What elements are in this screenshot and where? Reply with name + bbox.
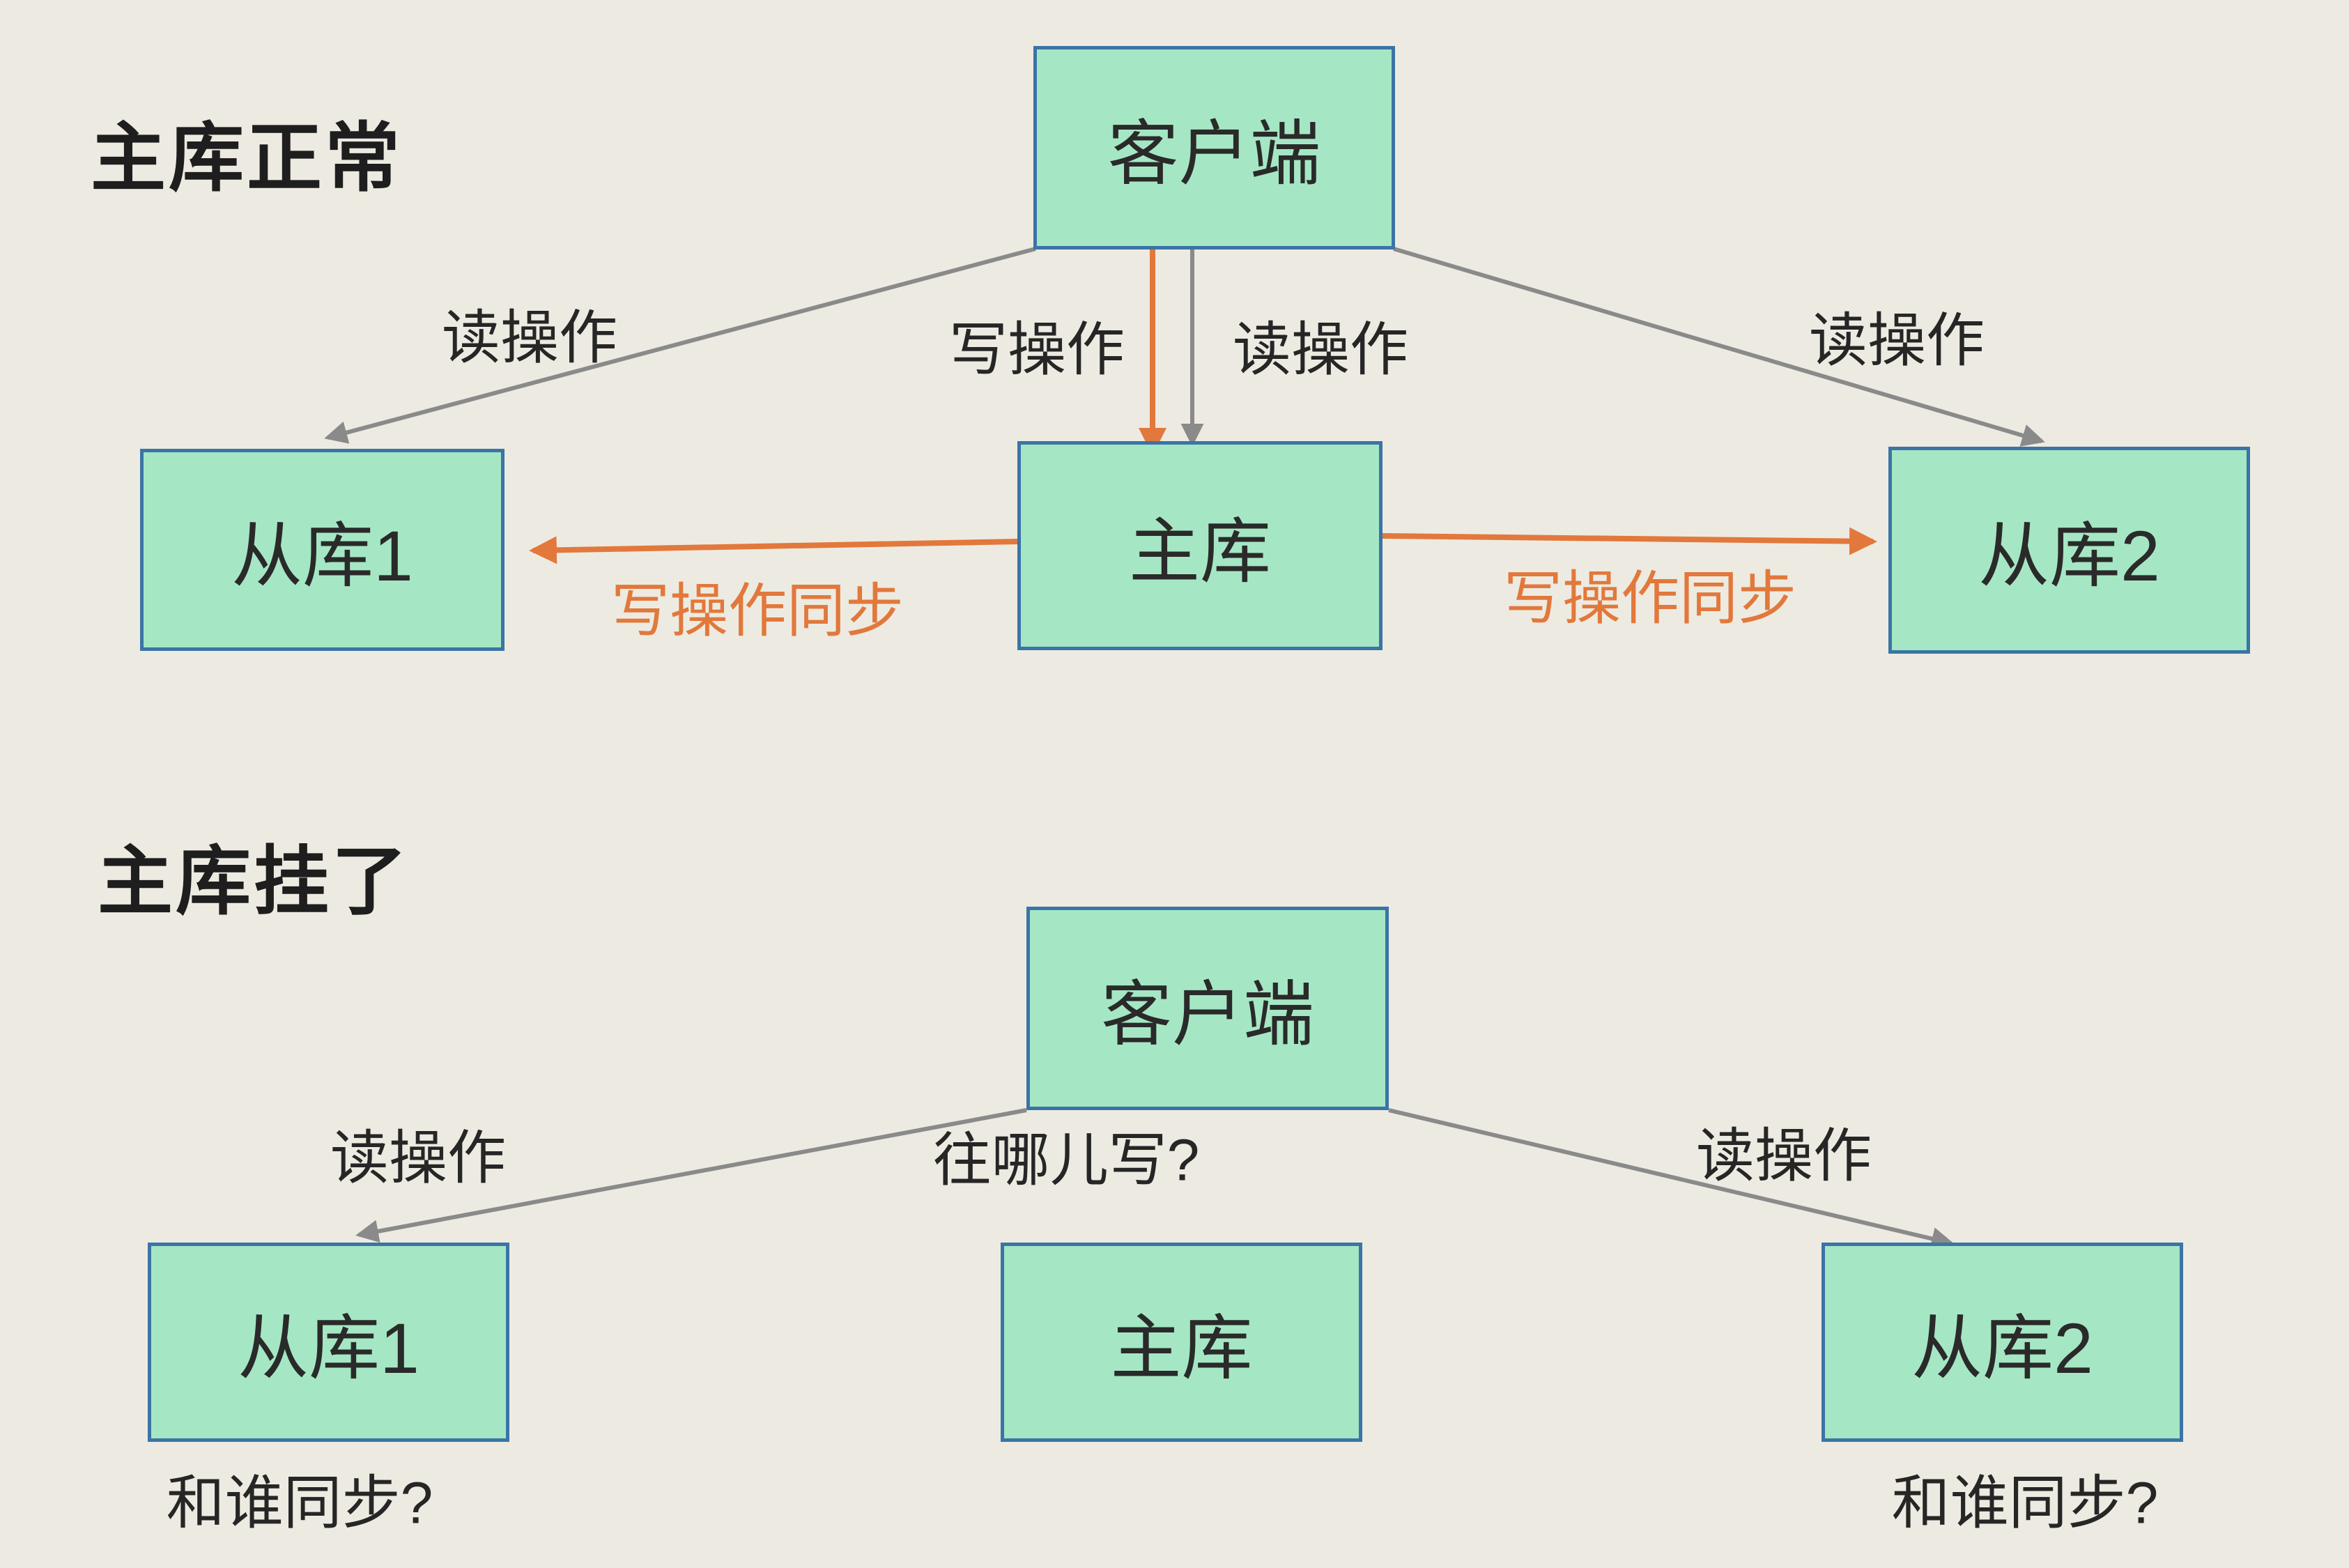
label-who-sync-left: 和谁同步?	[166, 1470, 433, 1536]
label-who-sync-right: 和谁同步?	[1891, 1470, 2159, 1536]
arrow-read-client-to-slave2-down	[1388, 1108, 1955, 1250]
node-slave1-normal: 从库1	[140, 449, 505, 651]
node-slave2-normal: 从库2	[1888, 447, 2250, 654]
label-read-right-normal: 读操作	[1808, 307, 1985, 374]
node-client-down: 客户端	[1026, 907, 1389, 1110]
section-title-down: 主库挂了	[98, 839, 410, 923]
label-read-right-down: 读操作	[1695, 1123, 1872, 1189]
label-where-to-write: 往哪儿写?	[932, 1127, 1200, 1193]
label-read-left-normal: 读操作	[441, 305, 618, 371]
node-master-normal: 主库	[1017, 441, 1383, 650]
arrow-read-client-to-slave1	[324, 247, 1036, 444]
arrow-sync-master-to-slave2	[1382, 527, 1877, 555]
node-client-normal: 客户端	[1033, 46, 1395, 249]
arrow-read-client-to-slave1-down	[355, 1108, 1027, 1243]
label-read-left-down: 读操作	[330, 1125, 507, 1191]
arrow-sync-master-to-slave1	[529, 536, 1019, 564]
node-master-down: 主库	[1001, 1243, 1362, 1442]
label-write-normal: 写操作	[948, 316, 1125, 383]
section-title-normal: 主库正常	[91, 116, 403, 200]
label-write-sync-left: 写操作同步	[610, 578, 904, 644]
label-write-sync-right: 写操作同步	[1503, 565, 1797, 631]
node-slave1-down: 从库1	[148, 1243, 509, 1442]
label-read-middle-normal: 读操作	[1232, 316, 1409, 383]
arrow-read-client-to-slave2	[1393, 247, 2045, 447]
node-slave2-down: 从库2	[1822, 1243, 2183, 1442]
